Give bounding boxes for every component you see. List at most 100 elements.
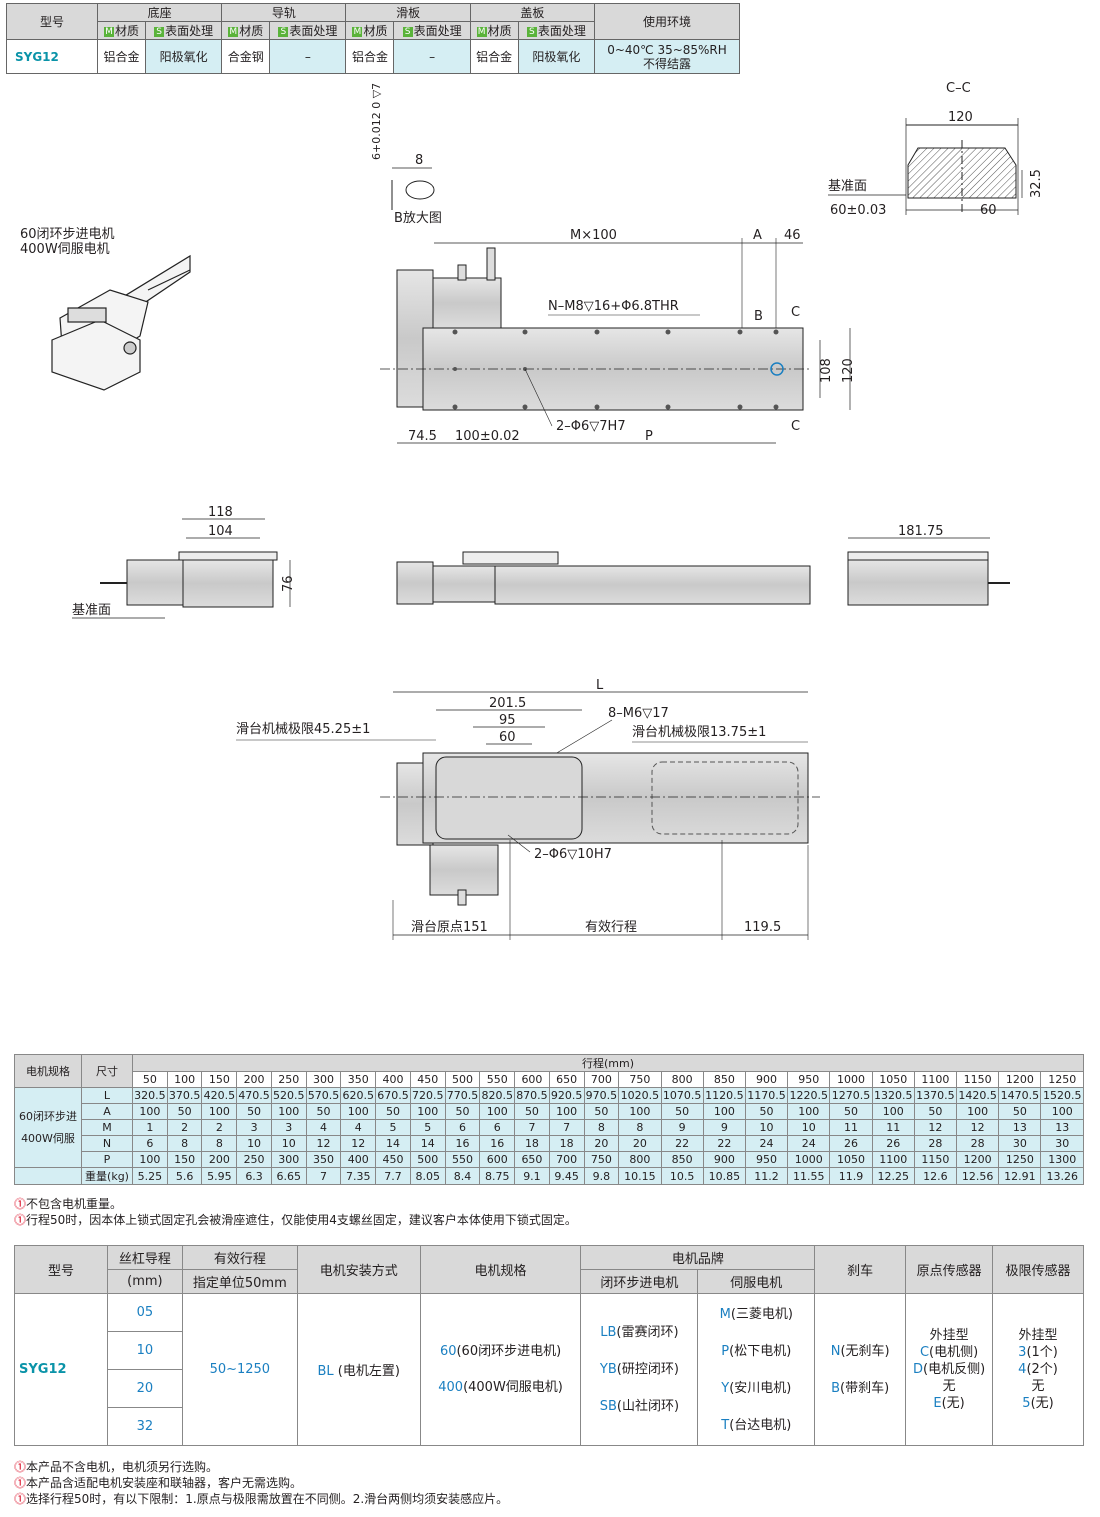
stroke-header: 1050 (871, 1071, 915, 1088)
stroke-header: 100 (166, 1071, 203, 1088)
dim-cell: 520.5 (270, 1087, 307, 1104)
dim-cell: 870.5 (514, 1087, 550, 1104)
dim-cell: 620.5 (340, 1087, 377, 1104)
dim-cell: 1270.5 (829, 1087, 873, 1104)
dim-cell: 10.85 (702, 1167, 746, 1185)
dim-cell: 570.5 (305, 1087, 342, 1104)
dim-cell: 11.2 (744, 1167, 789, 1185)
dim-cell: 9 (702, 1119, 746, 1136)
dim-cell: 100 (132, 1103, 168, 1120)
dim-cell: 670.5 (375, 1087, 411, 1104)
rail-surf: – (269, 39, 347, 74)
dim-cell: 2 (201, 1119, 238, 1136)
dim-cell: 30 (1040, 1135, 1084, 1152)
svg-text:6+0.012 0 ▽7: 6+0.012 0 ▽7 (370, 83, 383, 160)
order-note-2: ⓵本产品含适配电机安装座和联轴器，客户无需选购。 (14, 1476, 303, 1490)
stroke-header: 750 (618, 1071, 662, 1088)
dim-cell: 8 (583, 1119, 620, 1136)
svg-text:60±0.03: 60±0.03 (830, 203, 886, 218)
cover-mat: 铝合金 (469, 39, 519, 74)
header-cover: 盖板 (469, 3, 596, 22)
dim-cell: 11 (829, 1119, 873, 1136)
svg-text:108: 108 (819, 358, 834, 383)
svg-text:60: 60 (499, 730, 516, 745)
dim-cell: 9.1 (514, 1167, 550, 1185)
dim-cell: 5 (375, 1119, 411, 1136)
dim-cell: 50 (744, 1103, 789, 1120)
dim-cell: 12.56 (956, 1167, 1000, 1185)
dim-cell: 14 (375, 1135, 411, 1152)
dim-cell: 600 (479, 1151, 516, 1168)
dim-cell: 920.5 (548, 1087, 585, 1104)
svg-text:基准面: 基准面 (72, 603, 111, 618)
dim-cell: 22 (702, 1135, 746, 1152)
dim-cell: 22 (660, 1135, 704, 1152)
dim-note-1: ⓵不包含电机重量。 (14, 1197, 123, 1211)
dim-cell: 820.5 (479, 1087, 516, 1104)
dim-cell: 7.35 (340, 1167, 377, 1185)
dim-cell: 50 (998, 1103, 1042, 1120)
dim-cell: 28 (913, 1135, 958, 1152)
stroke-header: 350 (340, 1071, 377, 1088)
dim-cell: 3 (270, 1119, 307, 1136)
base-surf: 阳极氧化 (144, 39, 223, 74)
dim-cell: 8 (618, 1119, 662, 1136)
header-base: 底座 (96, 3, 223, 22)
dim-cell: 450 (375, 1151, 411, 1168)
dim-cell: 1370.5 (913, 1087, 958, 1104)
dim-cell: 1150 (913, 1151, 958, 1168)
dim-cell: 100 (702, 1103, 746, 1120)
svg-text:8–M6▽17: 8–M6▽17 (608, 706, 669, 721)
svg-text:104: 104 (208, 524, 233, 539)
stroke-header: 700 (583, 1071, 620, 1088)
svg-text:2–Φ6▽10H7: 2–Φ6▽10H7 (534, 847, 612, 862)
dim-cell: 7 (305, 1167, 342, 1185)
stroke-header: 400 (375, 1071, 411, 1088)
dim-cell: 10.5 (660, 1167, 704, 1185)
stroke-header: 450 (409, 1071, 446, 1088)
dim-cell: 10 (236, 1135, 272, 1152)
dim-cell: 4 (340, 1119, 377, 1136)
dim-cell: 1020.5 (618, 1087, 662, 1104)
header-rail: 导轨 (221, 3, 347, 22)
dim-cell: 100 (548, 1103, 585, 1120)
svg-text:P: P (645, 429, 653, 444)
header-slider: 滑板 (345, 3, 471, 22)
dim-cell: 12.91 (998, 1167, 1042, 1185)
dim-cell: 100 (956, 1103, 1000, 1120)
svg-text:181.75: 181.75 (898, 524, 944, 539)
dim-cell: 24 (787, 1135, 831, 1152)
dim-cell: 12 (913, 1119, 958, 1136)
dim-cell: 12 (305, 1135, 342, 1152)
stroke-header: 600 (514, 1071, 550, 1088)
dim-cell: 950 (744, 1151, 789, 1168)
dim-cell: 970.5 (583, 1087, 620, 1104)
motor-label-1: 60闭环步进电机 (20, 227, 115, 242)
dim-cell: 6 (132, 1135, 168, 1152)
dim-cell: 900 (702, 1151, 746, 1168)
cc-label: C–C (946, 81, 971, 96)
dim-cell: 50 (913, 1103, 958, 1120)
stroke-header: 1200 (998, 1071, 1042, 1088)
dim-cell: 10 (744, 1119, 789, 1136)
dim-cell: 1200 (956, 1151, 1000, 1168)
dim-cell: 100 (618, 1103, 662, 1120)
dim-cell: 5.25 (132, 1167, 168, 1185)
product-iso-image (51, 254, 191, 391)
stroke-header: 200 (236, 1071, 272, 1088)
stroke-header: 900 (744, 1071, 789, 1088)
dim-cell: 100 (270, 1103, 307, 1120)
dim-cell: 12.25 (871, 1167, 915, 1185)
dim-cell: 13.26 (1040, 1167, 1084, 1185)
dim-cell: 100 (1040, 1103, 1084, 1120)
dim-cell: 50 (829, 1103, 873, 1120)
stroke-header: 150 (201, 1071, 238, 1088)
svg-text:B放大图: B放大图 (394, 211, 442, 226)
dim-cell: 30 (998, 1135, 1042, 1152)
dim-cell: 100 (201, 1103, 238, 1120)
order-note-1: ⓵本产品不含电机，电机须另行选购。 (14, 1460, 219, 1474)
dim-cell: 100 (132, 1151, 168, 1168)
svg-text:118: 118 (208, 505, 233, 520)
dim-cell: 200 (201, 1151, 238, 1168)
